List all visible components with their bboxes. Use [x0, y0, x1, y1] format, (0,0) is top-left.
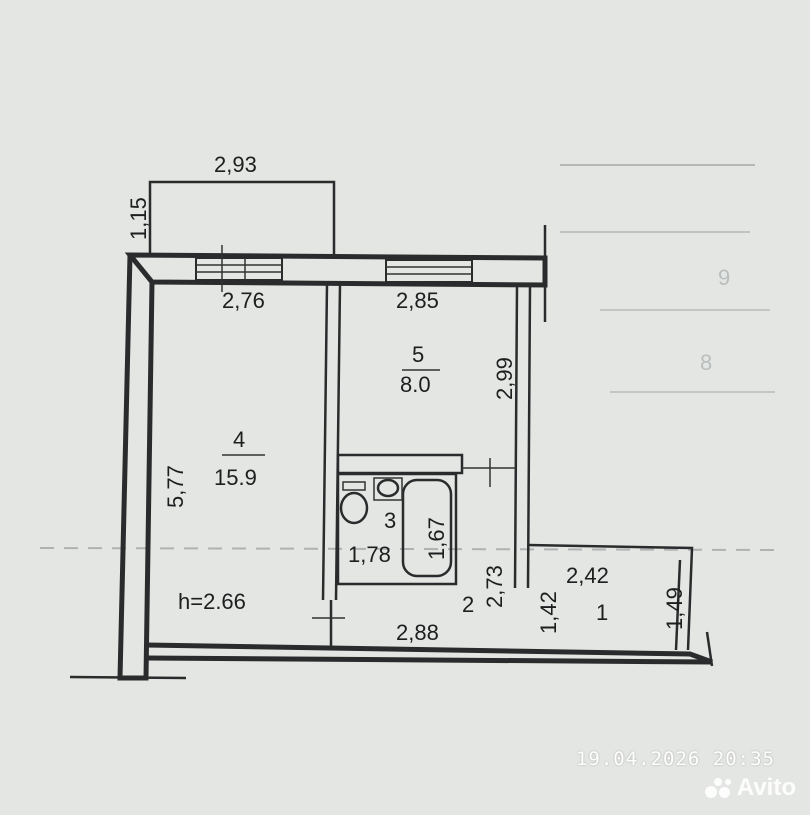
- bathroom-number: 3: [384, 508, 396, 533]
- bathroom: [336, 472, 458, 586]
- avito-watermark: Avito: [704, 774, 796, 802]
- faint-number-a: 9: [718, 265, 730, 290]
- toilet-icon: [339, 491, 369, 525]
- avito-brand-text: Avito: [736, 774, 796, 801]
- bathtub-icon: [401, 478, 453, 578]
- entry-width-label: 2,42: [566, 563, 609, 588]
- entry-length-right-label: 1,49: [662, 587, 687, 630]
- photo-datetime-stamp: 19.04.2026 20:35: [575, 748, 775, 770]
- room5-length-label: 2,99: [492, 357, 517, 400]
- hall-number: 2: [462, 592, 474, 617]
- sink-icon: [376, 478, 400, 498]
- ceiling-height-label: h=2.66: [178, 589, 246, 614]
- faint-background-marks: 9 8: [39, 164, 781, 551]
- outer-walls: [69, 225, 714, 681]
- room4-length-label: 5,77: [163, 465, 188, 508]
- room4-number: 4: [233, 427, 245, 452]
- balcony-outline: [148, 180, 336, 258]
- bathroom-length-label: 1,67: [424, 517, 449, 560]
- window-room5: [385, 259, 473, 283]
- bathroom-width-label: 1,78: [348, 542, 391, 567]
- room4-width-label: 2,76: [222, 288, 265, 313]
- balcony-width-label: 2,93: [214, 152, 257, 177]
- faint-number-b: 8: [700, 350, 712, 375]
- entry-number: 1: [596, 600, 608, 625]
- room5-number: 5: [412, 342, 424, 367]
- entry-length-left-label: 1,42: [536, 591, 561, 634]
- room5-area: 8.0: [400, 372, 431, 397]
- avito-logo-icon: [704, 776, 733, 800]
- room5-width-label: 2,85: [396, 288, 439, 313]
- hall-length-label: 2,73: [482, 565, 507, 608]
- hall-width-label: 2,88: [396, 620, 439, 645]
- room4-area: 15.9: [214, 465, 257, 490]
- window-room4: [195, 245, 283, 292]
- balcony-depth-label: 1,15: [126, 197, 151, 240]
